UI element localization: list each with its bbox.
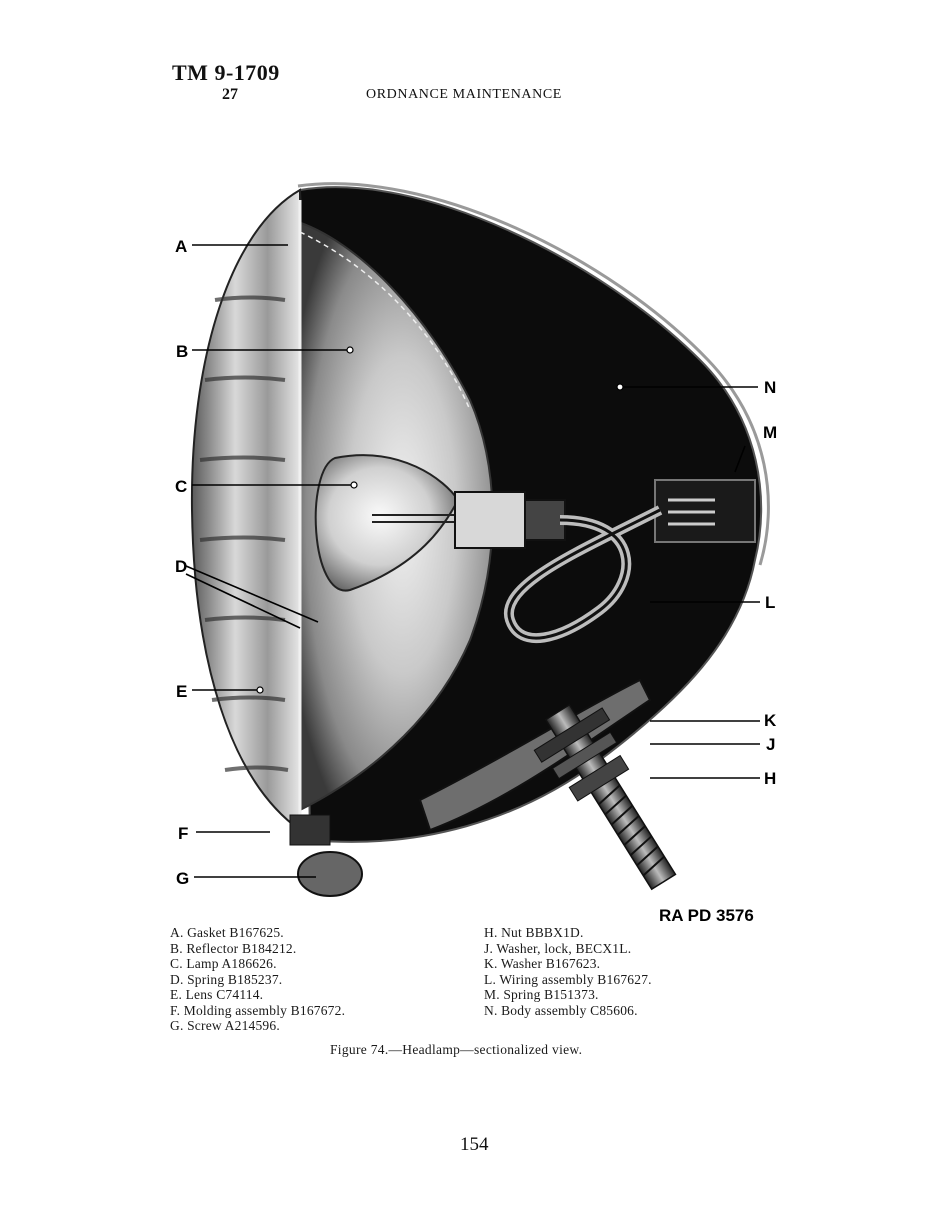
leader-dots bbox=[256, 346, 624, 694]
callout-b: B bbox=[176, 342, 188, 361]
lamp-socket bbox=[454, 491, 526, 549]
legend-left: A. Gasket B167625. B. Reflector B184212.… bbox=[170, 925, 345, 1034]
legend-item: C. Lamp A186626. bbox=[170, 956, 277, 971]
callout-k: K bbox=[764, 711, 777, 730]
legend-right: H. Nut BBBX1D. J. Washer, lock, BECX1L. … bbox=[484, 925, 652, 1018]
callout-l: L bbox=[765, 593, 775, 612]
legend-item: G. Screw A214596. bbox=[170, 1018, 280, 1033]
legend-item: K. Washer B167623. bbox=[484, 956, 601, 971]
plate-code: RA PD 3576 bbox=[659, 906, 754, 925]
lens bbox=[190, 188, 301, 832]
callout-m: M bbox=[763, 423, 777, 442]
leader-lines bbox=[185, 244, 760, 878]
tm-number: TM 9-1709 bbox=[172, 60, 280, 85]
section-number: 27 bbox=[222, 86, 238, 103]
legend-item: N. Body assembly C85606. bbox=[484, 1002, 638, 1018]
legend-item: F. Molding assembly B167672. bbox=[170, 1002, 346, 1018]
running-head: ORDNANCE MAINTENANCE bbox=[366, 87, 562, 102]
callout-e: E bbox=[176, 682, 187, 701]
callout-d: D bbox=[175, 557, 187, 576]
legend-item: D. Spring B185237. bbox=[170, 971, 283, 987]
callout-n: N bbox=[764, 378, 776, 397]
callout-a: A bbox=[175, 237, 187, 256]
reflector-edge bbox=[299, 231, 471, 411]
mounting-bolt bbox=[533, 703, 677, 891]
lens-ridges bbox=[199, 295, 289, 772]
body-rim bbox=[297, 182, 770, 566]
legend-item: E. Lens C74114. bbox=[170, 987, 264, 1002]
callout-f: F bbox=[178, 824, 188, 843]
callout-j: J bbox=[766, 735, 775, 754]
callout-h: H bbox=[764, 769, 776, 788]
page-number: 154 bbox=[460, 1134, 489, 1155]
legend-item: A. Gasket B167625. bbox=[170, 925, 284, 940]
legend-item: B. Reflector B184212. bbox=[170, 940, 297, 956]
legend-item: M. Spring B151373. bbox=[484, 987, 599, 1002]
legend-item: H. Nut BBBX1D. bbox=[484, 925, 584, 940]
figure-caption: Figure 74.—Headlamp—sectionalized view. bbox=[330, 1042, 583, 1057]
legend-item: L. Wiring assembly B167627. bbox=[484, 971, 652, 987]
callout-c: C bbox=[175, 477, 187, 496]
legend-item: J. Washer, lock, BECX1L. bbox=[484, 940, 632, 956]
molding-screw bbox=[297, 851, 363, 897]
callout-g: G bbox=[176, 869, 189, 888]
